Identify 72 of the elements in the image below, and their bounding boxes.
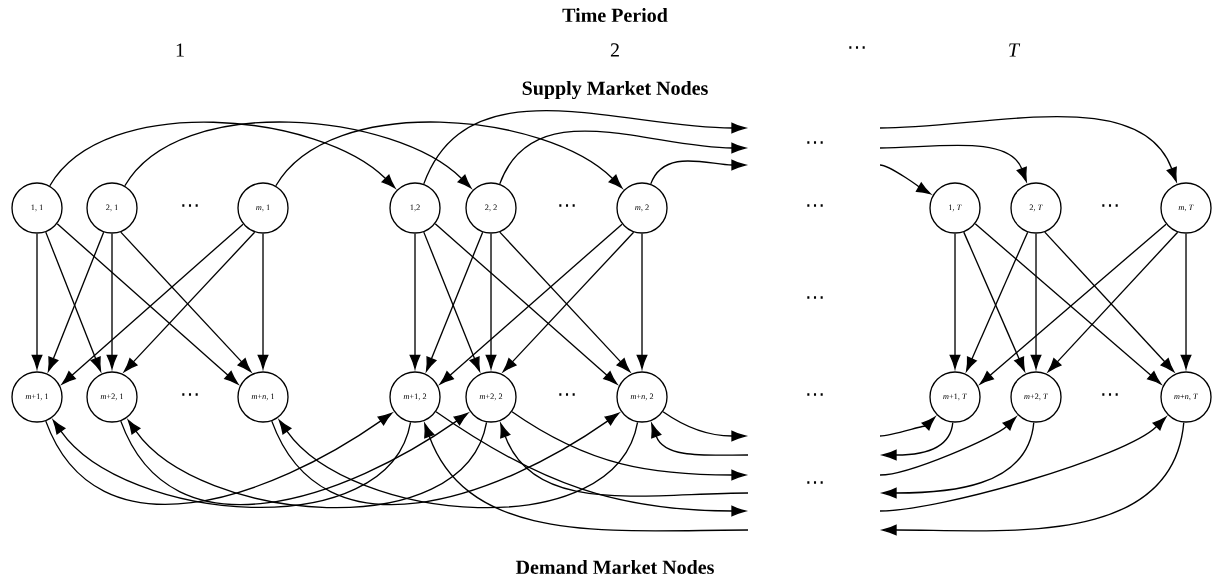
ellipsis: ⋯ <box>182 393 198 396</box>
arrow <box>662 411 746 442</box>
period-number: 1 <box>176 43 184 57</box>
arrow <box>127 419 488 509</box>
arrow <box>636 233 648 370</box>
period-number: T <box>1009 43 1021 57</box>
market-node: 1, T <box>929 182 981 234</box>
market-node: m, 1 <box>237 182 289 234</box>
period-number: 2 <box>610 43 619 57</box>
market-node: 1,2 <box>389 182 441 234</box>
arrow <box>257 233 269 370</box>
heading: Supply Market Nodes <box>522 80 708 100</box>
arrow <box>499 130 746 185</box>
ellipsis: ⋯ <box>807 141 823 144</box>
arrow <box>31 233 43 370</box>
ellipsis: ⋯ <box>559 204 575 207</box>
ellipsis: ⋯ <box>1102 393 1118 396</box>
ellipsis: ⋯ <box>807 393 823 396</box>
arrow <box>882 421 954 461</box>
heading: Demand Market Nodes <box>515 559 714 575</box>
arrow <box>1180 233 1192 370</box>
arrow <box>882 421 1185 536</box>
arrow <box>45 412 393 505</box>
ellipsis: ⋯ <box>182 204 198 207</box>
arrow <box>882 421 1035 499</box>
arrow <box>424 423 749 532</box>
market-node: m+n, 1 <box>237 371 289 423</box>
arrow <box>651 423 749 456</box>
ellipsis: ⋯ <box>807 204 823 207</box>
arrow <box>879 164 931 195</box>
arrow <box>409 233 421 370</box>
market-node: m+2, 2 <box>465 371 517 423</box>
market-node: m+2, 1 <box>86 371 138 423</box>
arrow <box>879 144 1027 182</box>
market-node: 2, 2 <box>465 182 517 234</box>
arrow <box>52 419 412 508</box>
ellipsis: ⋯ <box>1102 204 1118 207</box>
arrow <box>124 121 472 189</box>
market-node: m+n, 2 <box>616 371 668 423</box>
market-node: m+n, T <box>1160 371 1212 423</box>
market-node: 1, 1 <box>11 182 63 234</box>
arrow <box>435 411 746 517</box>
market-node: m+1, 1 <box>11 371 63 423</box>
ellipsis: ⋯ <box>807 481 823 484</box>
ellipsis: ⋯ <box>807 296 823 299</box>
market-node: 2, T <box>1010 182 1062 234</box>
market-node: 2, 1 <box>86 182 138 234</box>
arrow <box>49 121 396 189</box>
arrow <box>500 423 749 497</box>
arrow <box>106 233 118 370</box>
arrow <box>511 411 746 481</box>
arrow <box>120 412 469 506</box>
arrow <box>1030 233 1042 370</box>
arrow <box>949 233 961 370</box>
arrow <box>879 115 1177 182</box>
market-node: m, 2 <box>616 182 668 234</box>
market-node: m+2, T <box>1010 371 1062 423</box>
market-node: m+1, 2 <box>389 371 441 423</box>
arrow <box>879 416 1017 476</box>
market-node: m+1, T <box>929 371 981 423</box>
market-node: m, T <box>1160 182 1212 234</box>
arrow <box>879 416 936 437</box>
arrow <box>275 121 623 189</box>
arrow <box>278 419 639 509</box>
arrow <box>650 159 746 185</box>
heading: Time Period <box>562 7 668 23</box>
arrow <box>423 110 746 185</box>
arrow <box>271 412 620 506</box>
arrow <box>485 233 497 370</box>
ellipsis: ⋯ <box>849 46 865 49</box>
ellipsis: ⋯ <box>559 393 575 396</box>
arrow <box>879 416 1167 512</box>
